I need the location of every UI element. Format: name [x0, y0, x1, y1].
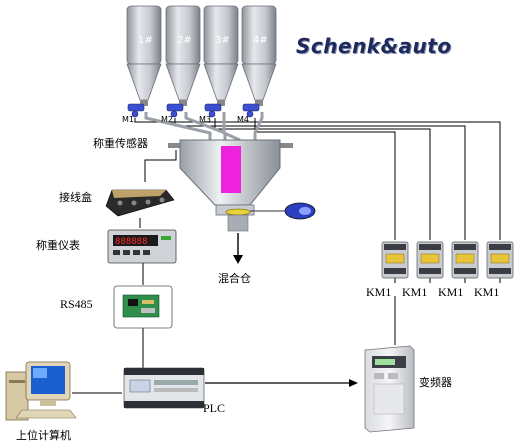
- weigh-instrument-label: 称重仪表: [36, 239, 80, 252]
- motor-icon: [127, 103, 260, 118]
- rs485-label: RS485: [60, 297, 93, 311]
- silo-label: 1#: [138, 35, 153, 46]
- silo-2: [165, 5, 201, 106]
- contactor-label: KM1: [366, 285, 392, 299]
- rs485-module-icon: [113, 285, 173, 329]
- svg-text:888888: 888888: [115, 237, 148, 247]
- contactor-label: KM1: [438, 285, 464, 299]
- motor-label: M1: [122, 115, 134, 124]
- silo-3: [203, 5, 239, 106]
- feed-pipes: [144, 112, 264, 142]
- silo-4: [241, 5, 277, 106]
- wiring: [72, 118, 501, 394]
- plc-icon: [123, 367, 205, 409]
- weigh-sensor-label: 称重传感器: [93, 137, 148, 150]
- inverter-label: 变频器: [419, 376, 452, 389]
- arrows: [205, 233, 358, 387]
- motor-label: M3: [199, 115, 211, 124]
- motor-label: M4: [237, 115, 249, 124]
- motor-label: M2: [161, 115, 173, 124]
- contactor-label: KM1: [402, 285, 428, 299]
- silo-label: 2#: [177, 35, 192, 46]
- computer-icon: [5, 361, 77, 421]
- brand-logo: Schenk&auto: [296, 34, 452, 58]
- host-computer-label: 上位计算机: [16, 429, 71, 442]
- plc-label: PLC: [203, 401, 226, 415]
- weighing-indicator-icon: 888888: [107, 229, 177, 264]
- inverter-icon: [364, 345, 415, 433]
- mixing-bin-label: 混合仓: [218, 272, 251, 285]
- contactor-label: KM1: [474, 285, 500, 299]
- junction-box-icon: [105, 189, 175, 217]
- silo-label: 4#: [253, 35, 268, 46]
- silo-label: 3#: [215, 35, 230, 46]
- junction-box-label: 接线盒: [59, 191, 92, 204]
- mixing-bin-icon: [168, 139, 316, 232]
- silo-1: [126, 5, 162, 106]
- contactor-icon: [381, 241, 514, 279]
